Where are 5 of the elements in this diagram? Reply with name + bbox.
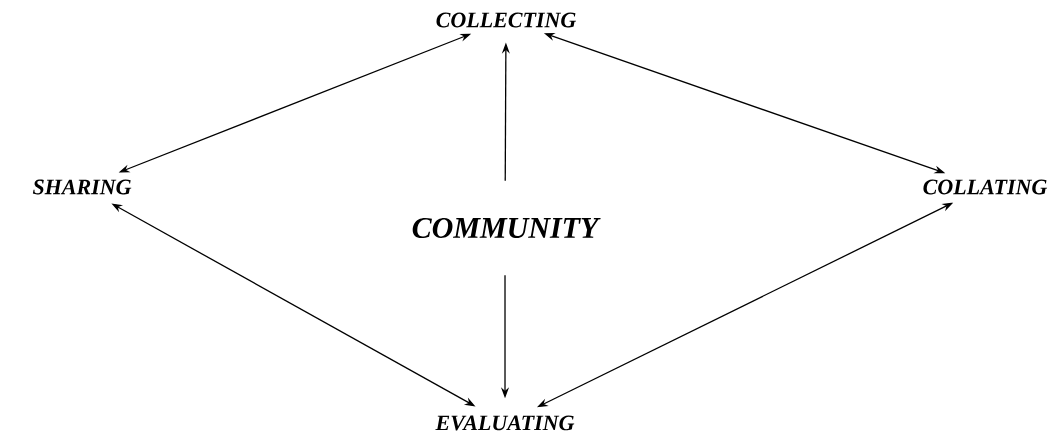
node-label: SHARING	[32, 179, 132, 195]
node-label: COLLECTING	[436, 12, 577, 28]
node-label: COLLATING	[923, 179, 1048, 195]
node-label: EVALUATING	[435, 415, 575, 431]
node-label: COMMUNITY	[412, 217, 601, 239]
